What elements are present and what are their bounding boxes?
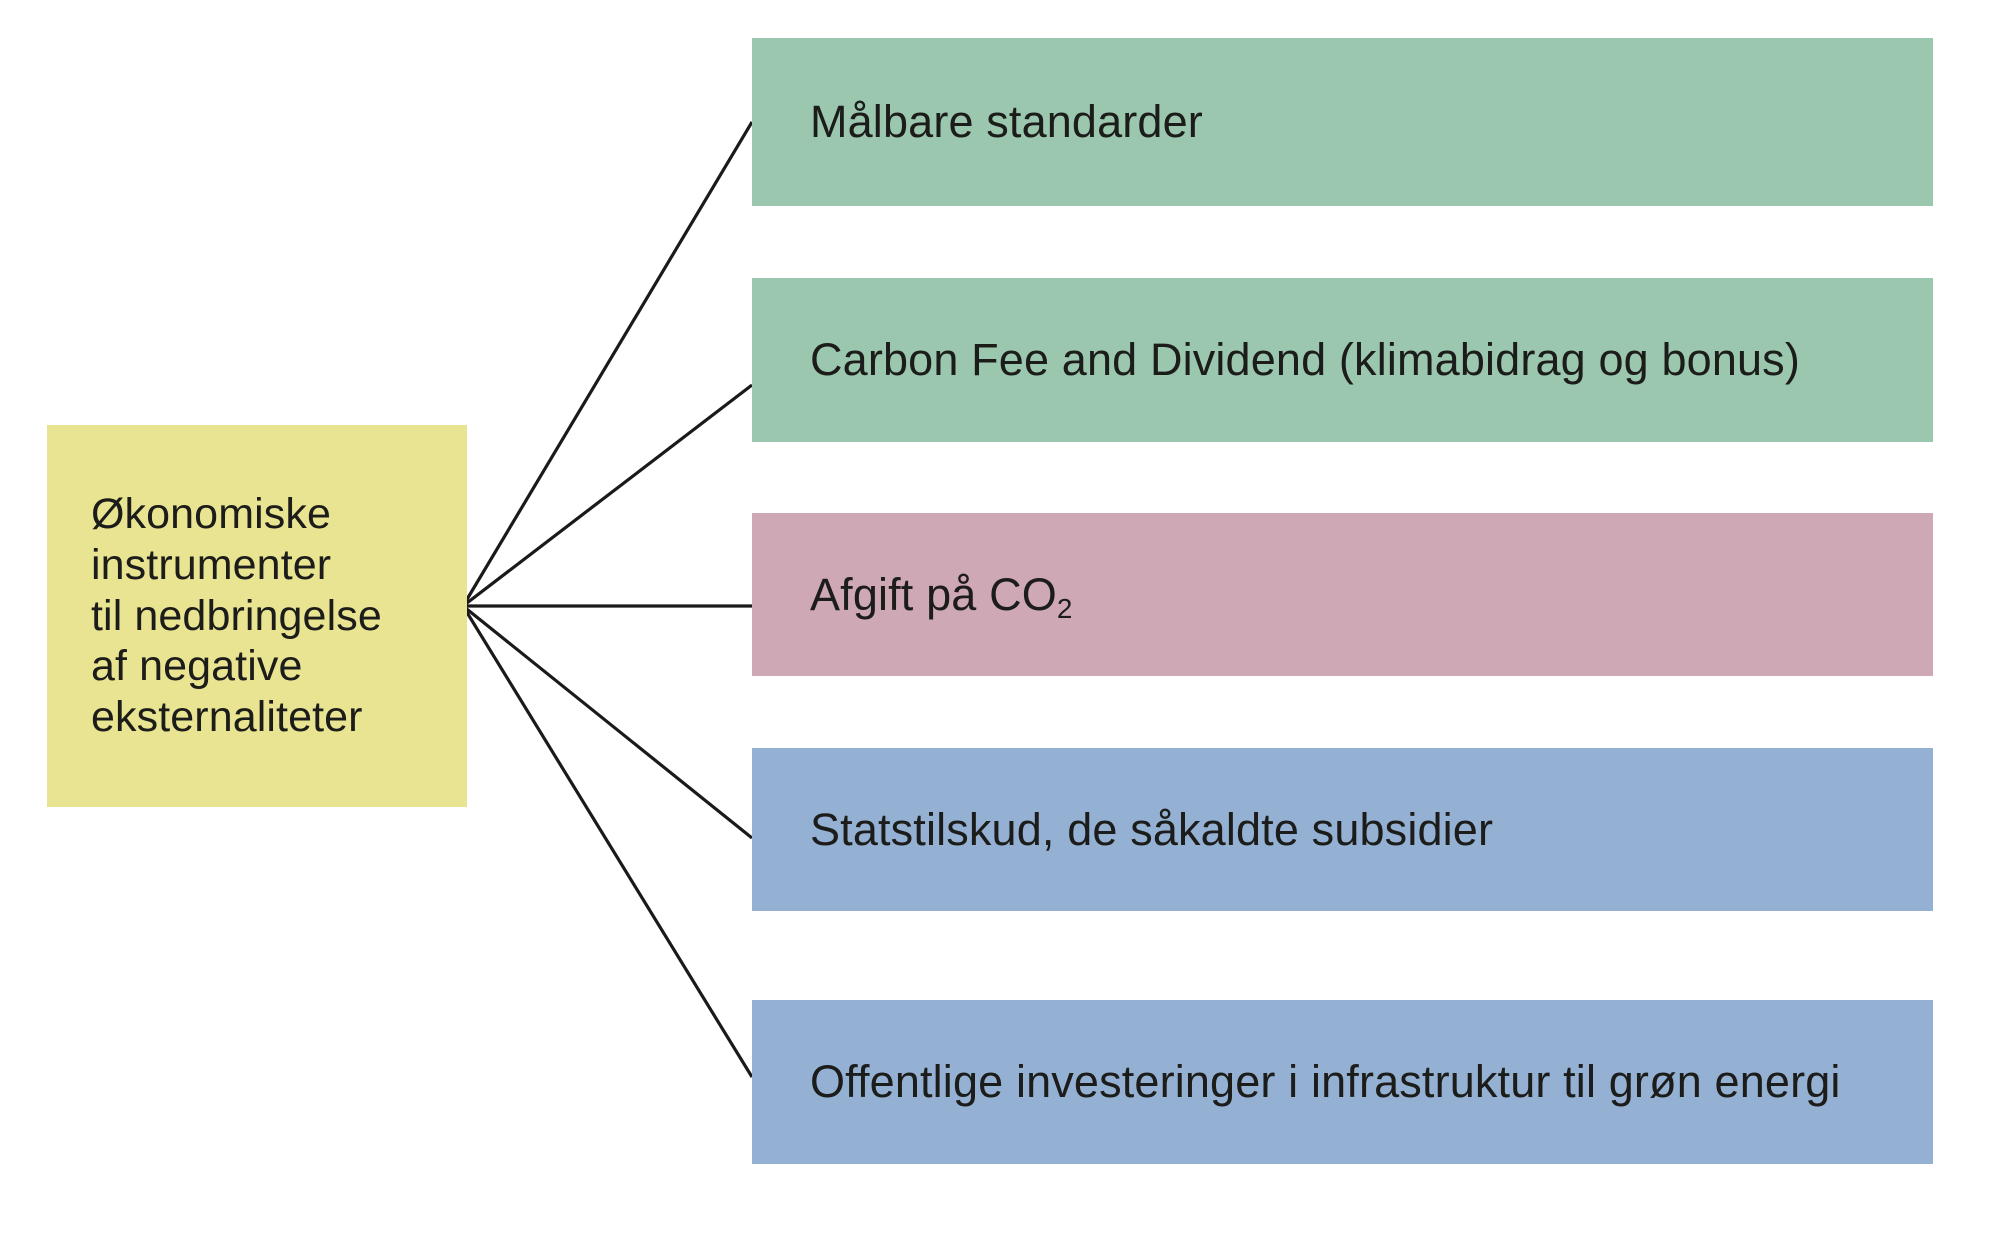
branch-node-label: Offentlige investeringer i infrastruktur…: [810, 1056, 1841, 1108]
branch-node-malbare-standarder[interactable]: Målbare standarder: [752, 38, 1933, 206]
branch-node-label: Carbon Fee and Dividend (klimabidrag og …: [810, 334, 1800, 386]
connector-to-branch-4: [461, 605, 754, 1078]
connector-to-branch-1: [462, 383, 753, 608]
branch-node-label: Statstilskud, de såkaldte subsidier: [810, 803, 1494, 855]
branch-node-label: Målbare standarder: [810, 96, 1203, 148]
root-node-label: Økonomiske instrumenter til nedbringelse…: [91, 490, 382, 742]
branch-node-offentlige-investeringer[interactable]: Offentlige investeringer i infrastruktur…: [752, 1000, 1933, 1164]
connector-to-branch-3: [461, 604, 754, 840]
branch-node-afgift-pa-co2[interactable]: Afgift på CO2: [752, 513, 1933, 676]
connector-to-branch-0: [461, 121, 754, 607]
branch-node-label: Afgift på CO2: [810, 568, 1073, 625]
branch-node-label-main: Afgift på CO: [810, 568, 1057, 620]
branch-node-carbon-fee-and-dividend[interactable]: Carbon Fee and Dividend (klimabidrag og …: [752, 278, 1933, 442]
root-node-okonomiske-instrumenter[interactable]: Økonomiske instrumenter til nedbringelse…: [47, 425, 467, 807]
branch-node-label-subscript: 2: [1056, 593, 1073, 625]
branch-node-statstilskud-subsidier[interactable]: Statstilskud, de såkaldte subsidier: [752, 748, 1933, 911]
